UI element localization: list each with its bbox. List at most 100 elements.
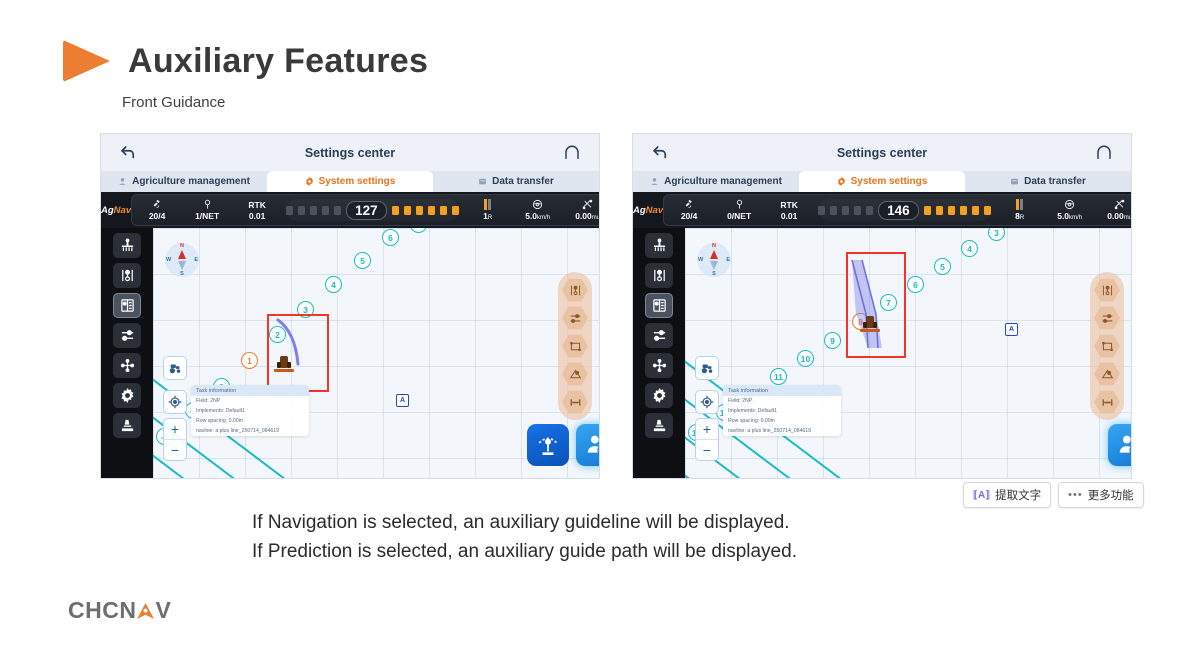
sidebar-item-implement[interactable]: [645, 233, 673, 258]
compass-east: E: [194, 257, 198, 263]
sidebar-item-connection[interactable]: [645, 353, 673, 378]
triangle-bullet-icon: [63, 40, 110, 82]
back-arrow-icon[interactable]: [117, 142, 139, 164]
row-value: 8: [1015, 211, 1020, 221]
zoom-in-button[interactable]: +: [696, 419, 718, 440]
satellite-value: 20/4: [148, 211, 166, 221]
right-guidance-gauge: 146: [818, 199, 991, 221]
extract-text-label: 提取文字: [995, 490, 1042, 502]
ocr-floating-toolbar: ⟦A⟧ 提取文字 ••• 更多功能: [963, 482, 1144, 508]
extract-text-button[interactable]: ⟦A⟧ 提取文字: [963, 482, 1052, 508]
line-number-current: 1: [241, 352, 258, 369]
compass-needle-south: [178, 261, 186, 270]
sidebar-item-implement[interactable]: [113, 233, 141, 258]
line-number: 4: [961, 240, 978, 257]
tab-label: Data transfer: [492, 176, 554, 187]
subtitle-text: Front Guidance: [122, 94, 226, 111]
zoom-in-button[interactable]: +: [164, 419, 186, 440]
sidebar-item-display-settings[interactable]: [113, 293, 141, 318]
tab-system-settings[interactable]: System settings: [799, 171, 965, 192]
task-info-row: Implements: Default1: [196, 408, 246, 414]
tab-agriculture-management[interactable]: Agriculture management: [101, 171, 267, 192]
sidebar-item-vehicle-setup[interactable]: [113, 413, 141, 438]
tab-label: Agriculture management: [664, 176, 782, 187]
task-information-panel: Task information Field: 2NP Implements: …: [723, 385, 841, 436]
tab-label: Agriculture management: [132, 176, 250, 187]
back-arrow-icon[interactable]: [649, 142, 671, 164]
guidance-line-icon[interactable]: [562, 278, 588, 302]
map-layer-icon[interactable]: [1094, 362, 1120, 386]
sidebar-item-navigation-setup[interactable]: [113, 263, 141, 288]
task-info-row: Row spacing: 0.00m: [728, 418, 775, 424]
zoom-controls[interactable]: + −: [163, 418, 187, 461]
adjust-icon[interactable]: [1094, 306, 1120, 330]
task-information-panel: Task information Field: 2NP Implements: …: [191, 385, 309, 436]
home-icon[interactable]: [561, 142, 583, 164]
field-boundary-icon[interactable]: [1094, 334, 1120, 358]
sidebar-item-sliders[interactable]: [645, 323, 673, 348]
steering-wheel-icon: [1064, 199, 1075, 210]
row-width-icon[interactable]: [1094, 390, 1120, 414]
autosteer-button[interactable]: [576, 424, 599, 466]
speed-status: 5.0km/h: [1045, 199, 1095, 221]
network-status: 1/NET: [182, 199, 232, 221]
zoom-controls[interactable]: + −: [695, 418, 719, 461]
line-number: 9: [824, 332, 841, 349]
field-boundary-icon[interactable]: [562, 334, 588, 358]
caption-line-1: If Navigation is selected, an auxiliary …: [252, 512, 790, 533]
compass-west: W: [166, 257, 172, 263]
sidebar-item-settings[interactable]: [113, 383, 141, 408]
speed-value: 5.0: [525, 211, 538, 221]
tab-agriculture-management[interactable]: Agriculture management: [633, 171, 799, 192]
locate-icon[interactable]: [163, 390, 187, 414]
tractor-icon[interactable]: [163, 356, 187, 380]
gauge-seg: [286, 205, 294, 215]
sidebar-item-settings[interactable]: [645, 383, 673, 408]
sidebar-item-display-settings[interactable]: [645, 293, 673, 318]
locate-icon[interactable]: [695, 390, 719, 414]
sidebar-item-connection[interactable]: [113, 353, 141, 378]
gauge-seg: [830, 205, 838, 215]
gauge-seg: [971, 205, 979, 215]
tab-system-settings[interactable]: System settings: [267, 171, 433, 192]
rtk-value: 0.01: [248, 210, 266, 221]
zoom-out-button[interactable]: −: [702, 442, 712, 458]
tractor-icon[interactable]: [695, 356, 719, 380]
sidebar-item-navigation-setup[interactable]: [645, 263, 673, 288]
row-unit: R: [487, 215, 493, 221]
compass-south: S: [712, 271, 716, 277]
map-layer-icon[interactable]: [562, 362, 588, 386]
navigation-mode-button[interactable]: [527, 424, 569, 466]
more-functions-button[interactable]: ••• 更多功能: [1058, 482, 1144, 508]
row-width-icon[interactable]: [562, 390, 588, 414]
zoom-out-button[interactable]: −: [170, 442, 180, 458]
area-value: 0.00: [1107, 211, 1124, 221]
line-number: 4: [325, 276, 342, 293]
right-map[interactable]: 14 13 12 11 10 9 8 7 6 5 4 3 2: [685, 228, 1131, 478]
signal-icon: [734, 199, 745, 210]
home-icon[interactable]: [1093, 142, 1115, 164]
left-map[interactable]: -2 -1 0 1 2 3 4 5 6 7: [153, 228, 599, 478]
satellite-value: 20/4: [680, 211, 698, 221]
sidebar-item-vehicle-setup[interactable]: [645, 413, 673, 438]
area-icon: [582, 199, 593, 210]
tab-data-transfer[interactable]: Data transfer: [433, 171, 599, 192]
adjust-icon[interactable]: [562, 306, 588, 330]
steering-wheel-icon: [532, 199, 543, 210]
tab-data-transfer[interactable]: Data transfer: [965, 171, 1131, 192]
satellite-icon: [151, 199, 163, 210]
task-info-header: Task information: [723, 385, 841, 396]
heading-value: 127: [346, 200, 387, 220]
caption-block: If Navigation is selected, an auxiliary …: [252, 508, 797, 566]
guidance-line-icon[interactable]: [1094, 278, 1120, 302]
text-extract-icon: ⟦A⟧: [973, 489, 991, 501]
sidebar-item-sliders[interactable]: [113, 323, 141, 348]
autosteer-button[interactable]: [1108, 424, 1131, 466]
area-unit: mu: [1123, 215, 1132, 221]
implement-bar: [860, 329, 880, 332]
gauge-seg: [439, 205, 447, 215]
caption-line-2: If Prediction is selected, an auxiliary …: [252, 541, 797, 562]
gauge-seg: [415, 205, 423, 215]
line-number: 10: [797, 350, 814, 367]
gauge-seg: [866, 205, 874, 215]
